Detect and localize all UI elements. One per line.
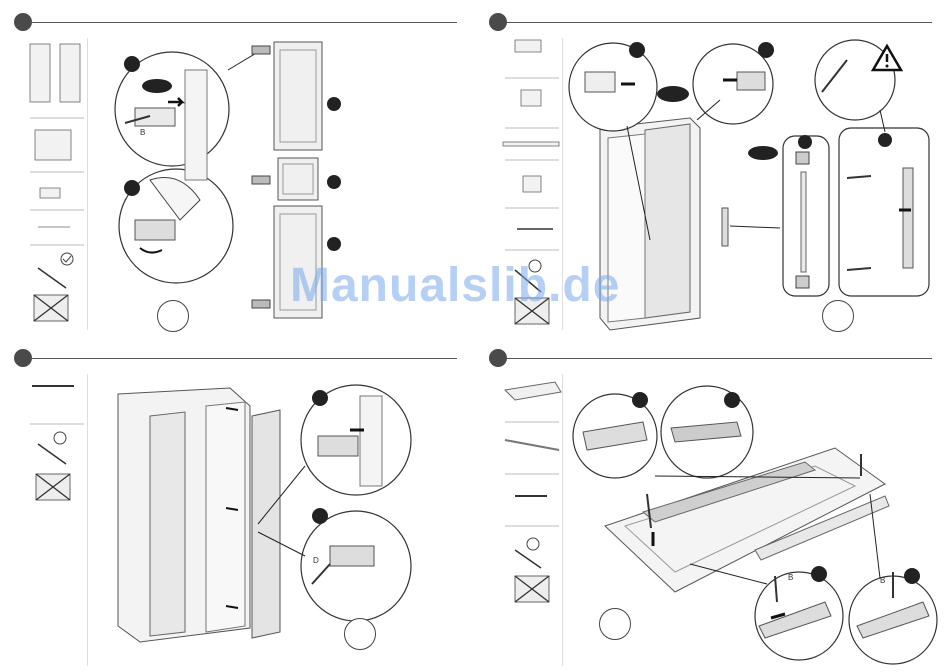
- callout-oval: [748, 146, 778, 160]
- panel-step-4: B B: [475, 336, 950, 672]
- detail-box: [839, 128, 929, 296]
- panel4-illustration: [475, 336, 950, 672]
- label-b: B: [140, 128, 145, 137]
- label-b-left: B: [788, 573, 793, 582]
- label-b-right: B: [880, 576, 885, 585]
- watermark-text: Manualslib.de: [290, 258, 620, 313]
- label-d: D: [313, 556, 319, 565]
- screwdriver-icon: [515, 550, 541, 568]
- step-count-circle: [157, 300, 189, 332]
- check-icon: [61, 253, 73, 265]
- step-count-circle: [599, 608, 631, 640]
- check-icon: [527, 538, 539, 550]
- panel-step-3: D: [0, 336, 475, 672]
- rod-part: [503, 142, 559, 146]
- callout-oval: [142, 79, 172, 93]
- step-count-circle: [344, 618, 376, 650]
- step-count-circle: [822, 300, 854, 332]
- bracket-part: [515, 40, 541, 52]
- check-icon: [54, 432, 66, 444]
- screwdriver-icon: [38, 444, 66, 464]
- cap-part: [523, 176, 541, 192]
- panel3-illustration: [0, 336, 475, 672]
- hinge-part: [40, 188, 60, 198]
- door-panel-part: [60, 44, 80, 102]
- top-panel-part: [505, 382, 561, 400]
- callout-oval: [657, 86, 689, 102]
- screwdriver-icon: [38, 268, 66, 288]
- rail-part: [505, 440, 559, 450]
- door-panel-part: [30, 44, 50, 102]
- latch-part: [521, 90, 541, 106]
- door-top: [274, 42, 322, 150]
- mid-panel-part: [35, 130, 71, 160]
